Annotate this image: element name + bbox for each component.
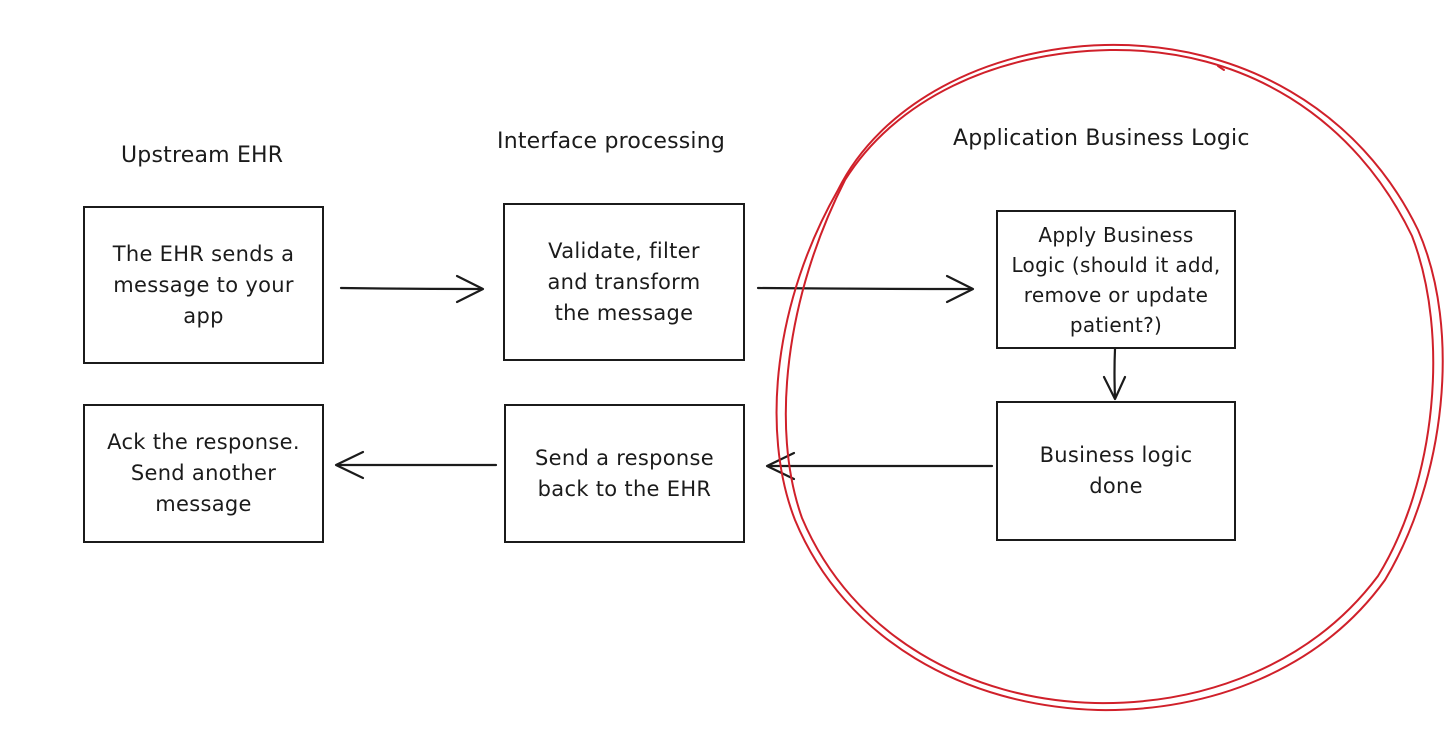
arrow-apply-to-done — [1102, 347, 1127, 401]
node-send-response-label: Send a response back to the EHR — [535, 445, 714, 501]
heading-interface-processing: Interface processing — [497, 129, 726, 154]
node-business-logic-done: Business logic done — [996, 401, 1236, 541]
node-ehr-sends-message: The EHR sends a message to your app — [83, 206, 324, 364]
arrow-interface-to-application — [756, 274, 975, 304]
node-business-logic-done-label: Business logic done — [1039, 443, 1193, 498]
node-ack-response: Ack the response. Send another message — [83, 404, 324, 543]
arrow-ehr-to-interface — [339, 274, 485, 304]
arrow-send-response-to-ack — [334, 450, 498, 480]
node-ack-response-label: Ack the response. Send another message — [107, 430, 300, 516]
heading-upstream-ehr: Upstream EHR — [121, 143, 284, 168]
node-apply-business-logic-label: Apply Business Logic (should it add, rem… — [1011, 222, 1221, 337]
node-ehr-sends-message-label: The EHR sends a message to your app — [112, 241, 295, 328]
node-validate-filter-transform-label: Validate, filter and transform the messa… — [547, 238, 701, 325]
arrow-done-to-send-response — [765, 451, 994, 481]
node-validate-filter-transform: Validate, filter and transform the messa… — [503, 203, 745, 361]
node-apply-business-logic: Apply Business Logic (should it add, rem… — [996, 210, 1236, 349]
node-send-response: Send a response back to the EHR — [504, 404, 745, 543]
heading-application-business-logic: Application Business Logic — [953, 126, 1250, 151]
